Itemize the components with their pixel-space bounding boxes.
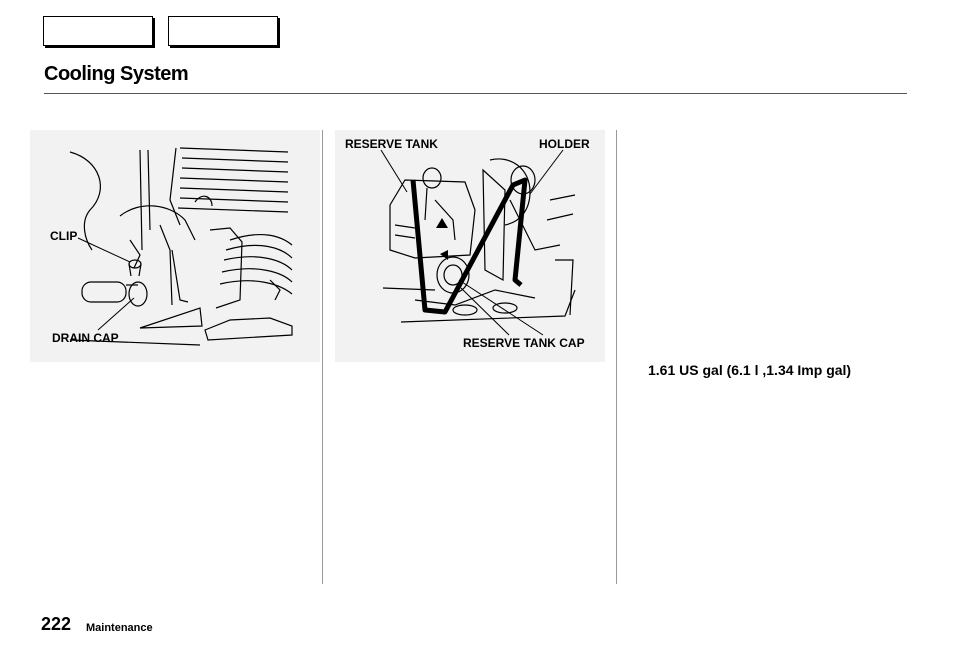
nav-button-1[interactable] [43, 16, 153, 46]
radiator-drain-illustration [30, 130, 320, 362]
page-number: 222 [41, 614, 72, 634]
reserve-tank-cap-leader [458, 279, 544, 336]
reserve-tank-cap-label: RESERVE TANK CAP [463, 336, 585, 350]
reserve-tank-illustration [335, 130, 605, 362]
title-rule [44, 93, 907, 94]
section-name: Maintenance [86, 622, 153, 634]
reserve-tank-label: RESERVE TANK [345, 137, 438, 151]
drain-cap-leader [97, 297, 135, 331]
coolant-capacity-text: 1.61 US gal (6.1 l ,1.34 Imp gal) [648, 362, 852, 378]
clip-label: CLIP [50, 229, 78, 243]
reserve-tank-leader [380, 149, 408, 193]
holder-strap [410, 177, 528, 315]
column-divider [616, 130, 617, 584]
page-title: Cooling System [44, 63, 189, 85]
holder-leader [529, 149, 564, 195]
drain-cap-label: DRAIN CAP [52, 331, 119, 345]
nav-button-2[interactable] [168, 16, 278, 46]
clip-leader [77, 237, 131, 263]
column-divider [322, 130, 323, 584]
holder-label: HOLDER [539, 137, 590, 151]
